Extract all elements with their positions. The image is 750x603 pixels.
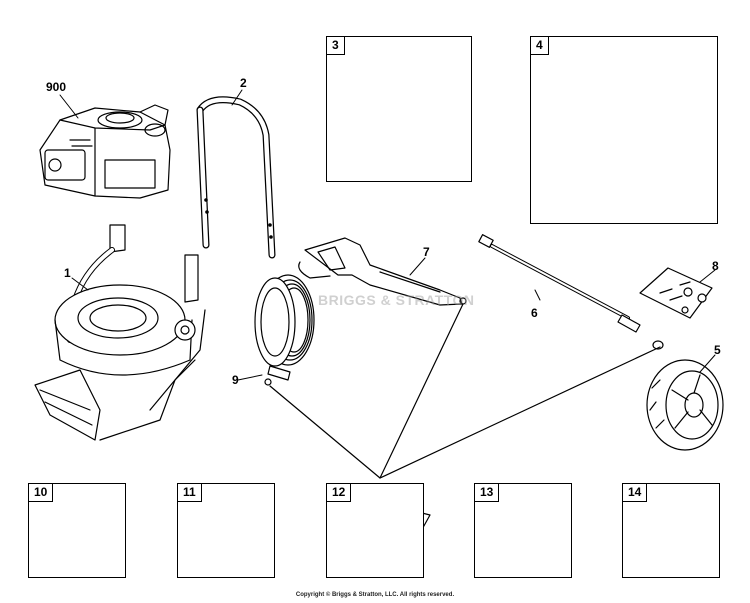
- callout-gun[interactable]: 7: [423, 245, 430, 259]
- kit-3-label: 3: [327, 37, 345, 55]
- wand-drawing: [478, 234, 664, 350]
- kit-12-box[interactable]: 12: [326, 483, 424, 578]
- callout-hose[interactable]: 9: [232, 373, 239, 387]
- frame-drawing: [34, 224, 206, 441]
- callout-engine[interactable]: 900: [46, 80, 67, 94]
- callout-nozzles[interactable]: 8: [712, 259, 719, 273]
- watermark: BRIGGS & STRATTON: [318, 292, 475, 308]
- handle-drawing: [196, 96, 276, 259]
- hose-drawing: [254, 274, 315, 386]
- callout-wheel[interactable]: 5: [714, 343, 721, 357]
- kit-12-leaders: [269, 303, 661, 479]
- leader-lines: [59, 89, 716, 381]
- callout-wand[interactable]: 6: [531, 306, 538, 320]
- callout-handle[interactable]: 2: [240, 76, 247, 90]
- kit-4-label: 4: [531, 37, 549, 55]
- kit-13-box[interactable]: 13: [474, 483, 572, 578]
- kit-11-box[interactable]: 11: [177, 483, 275, 578]
- kit-14-label: 14: [623, 484, 648, 502]
- kit-14-box[interactable]: 14: [622, 483, 720, 578]
- kit-12-label: 12: [327, 484, 352, 502]
- wheel-drawing: [646, 359, 724, 451]
- kit-11-label: 11: [178, 484, 202, 502]
- callout-frame[interactable]: 1: [64, 266, 71, 280]
- kit-4-box[interactable]: 4: [530, 36, 718, 224]
- copyright-notice: Copyright © Briggs & Stratton, LLC. All …: [295, 592, 455, 598]
- kit-3-box[interactable]: 3: [326, 36, 472, 182]
- kit-13-label: 13: [475, 484, 500, 502]
- spray-gun-drawing: [298, 237, 467, 306]
- nozzles-drawing: [639, 267, 713, 319]
- engine-drawing: [39, 104, 171, 199]
- kit-10-box[interactable]: 10: [28, 483, 126, 578]
- kit-10-label: 10: [29, 484, 54, 502]
